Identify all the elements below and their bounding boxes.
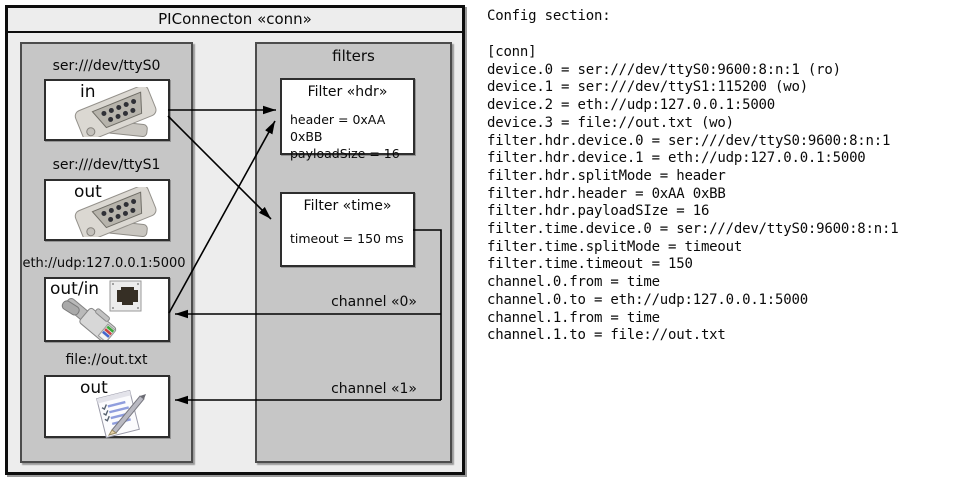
device-label-ttys0: ser:///dev/ttyS0 xyxy=(52,58,161,74)
config-section-body: [conn] device.0 = ser:///dev/ttyS0:9600:… xyxy=(487,44,899,344)
filter-time-attributes: timeout = 150 ms xyxy=(290,231,404,246)
filter-hdr-attributes: header = 0xAA 0xBB payloadSize = 16 xyxy=(290,112,400,161)
config-section-heading: Config section: xyxy=(487,8,611,24)
channel-0-label: channel «0» xyxy=(331,294,417,310)
device-box-ttys1: out xyxy=(44,179,170,241)
device-label-eth: eth://udp:127.0.0.1:5000 xyxy=(22,256,186,271)
filter-time-box: Filter «time» timeout = 150 ms xyxy=(280,192,415,267)
device-label-file: file://out.txt xyxy=(65,352,148,368)
title-separator xyxy=(8,31,462,33)
port-label: out xyxy=(74,182,102,202)
port-label: out xyxy=(80,378,108,398)
channel-1-label: channel «1» xyxy=(331,381,417,397)
device-label-ttys1: ser:///dev/ttyS1 xyxy=(52,157,161,173)
device-box-eth: out/in xyxy=(44,277,170,342)
filter-hdr-box: Filter «hdr» header = 0xAA 0xBB payloadS… xyxy=(280,78,415,161)
filters-title: filters xyxy=(332,47,375,65)
serial-db9-connector-icon xyxy=(74,187,157,237)
port-label: out/in xyxy=(50,279,100,299)
device-box-file: out xyxy=(44,375,170,438)
text-file-notepad-icon xyxy=(96,389,146,438)
component-title: PIConnecton «conn» xyxy=(158,10,312,28)
port-label: in xyxy=(80,82,96,102)
ethernet-rj45-connector-icon xyxy=(61,280,142,340)
device-box-ttys0: in xyxy=(44,79,170,141)
filter-hdr-title: Filter «hdr» xyxy=(307,84,388,100)
filter-time-title: Filter «time» xyxy=(303,198,392,214)
serial-db9-connector-icon xyxy=(74,87,157,137)
